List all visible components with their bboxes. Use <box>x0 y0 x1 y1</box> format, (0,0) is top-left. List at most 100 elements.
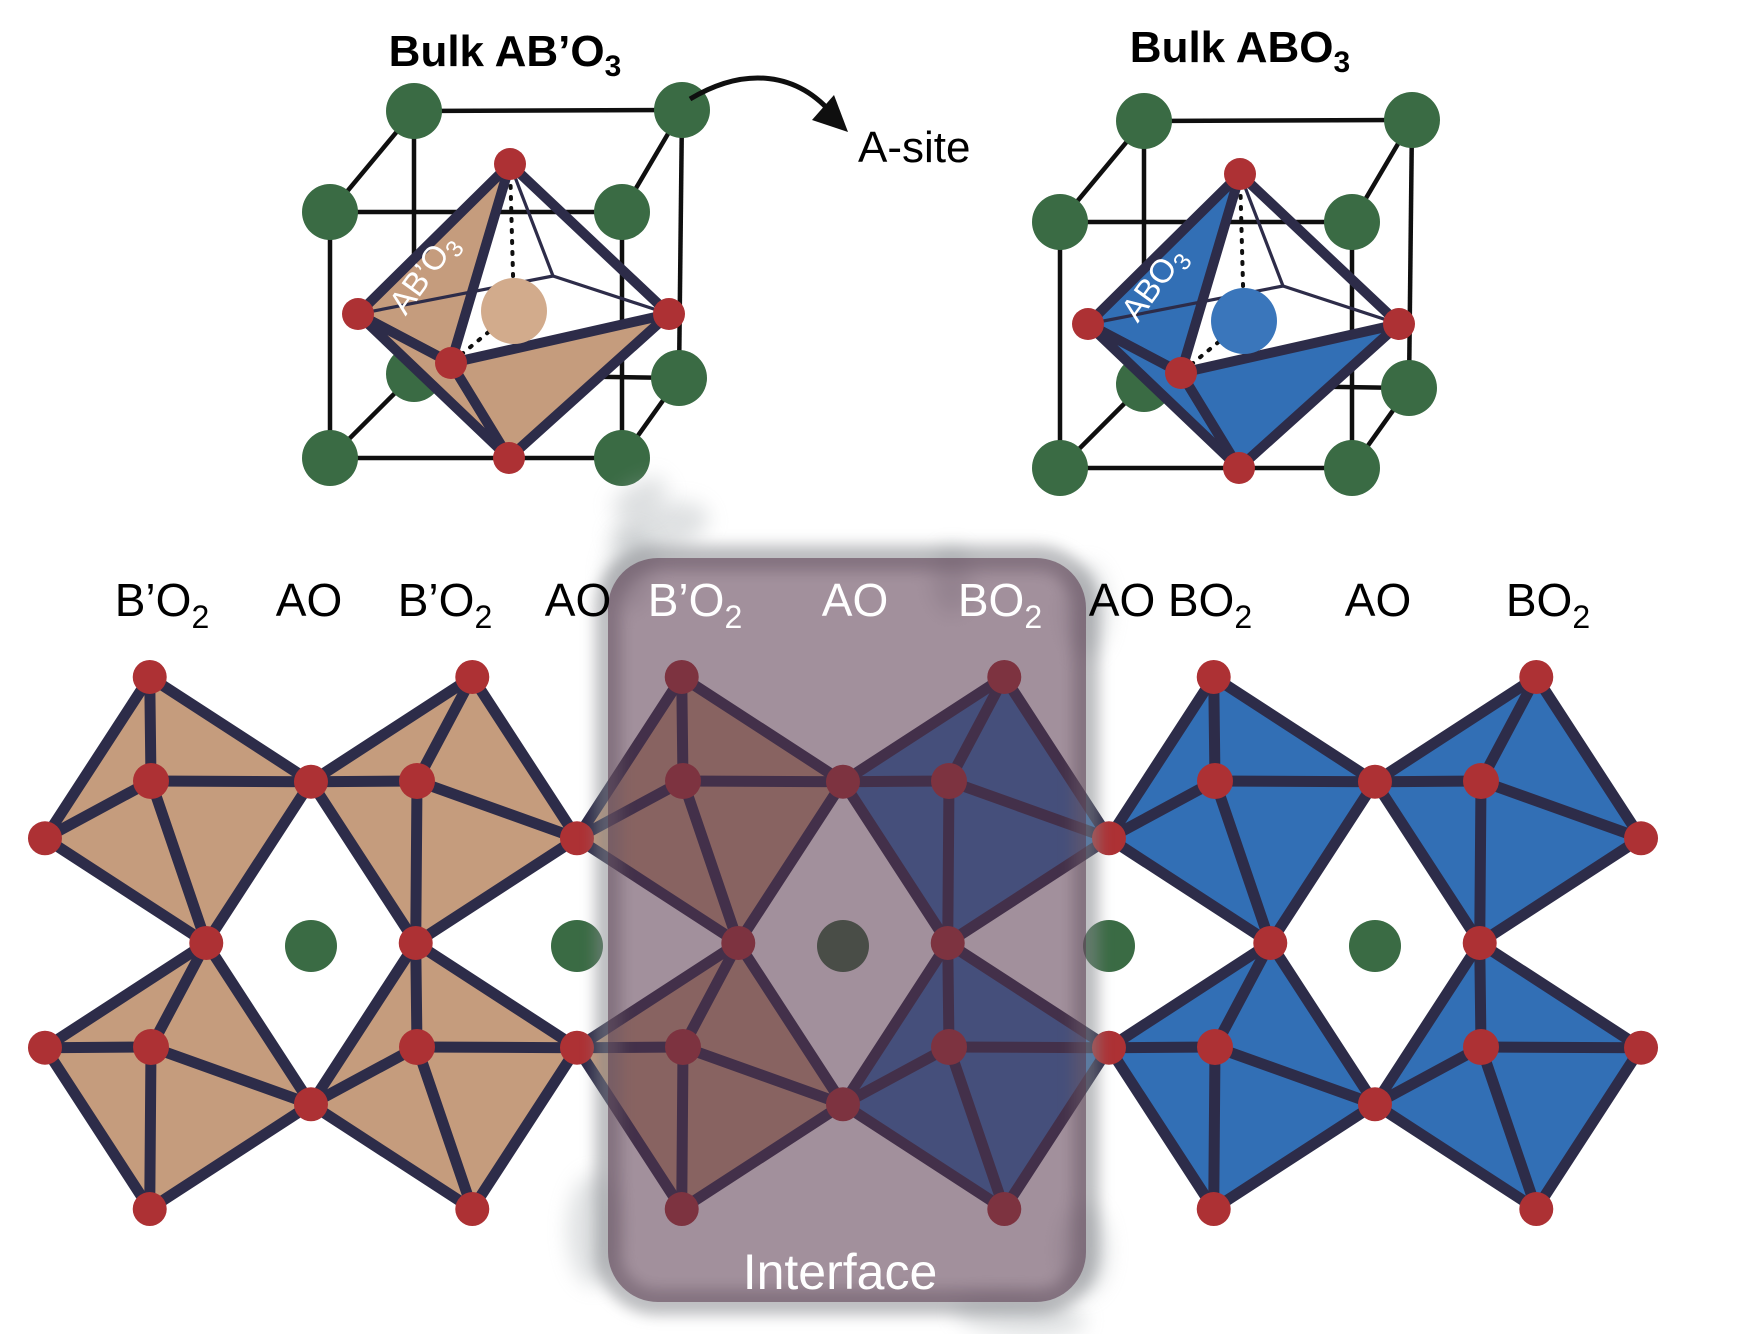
oxygen-atom <box>1196 659 1231 694</box>
octahedron-inner-edge <box>1475 1041 1647 1054</box>
oxygen-atom <box>399 1029 435 1065</box>
a-site-atom <box>594 430 650 486</box>
octahedron-outline <box>305 671 583 949</box>
cell-title: Bulk AB’O3 <box>389 27 622 83</box>
octahedron-outline <box>39 671 317 949</box>
a-site-atom <box>1381 360 1437 416</box>
a-site-atom <box>386 83 442 139</box>
octahedron-face <box>446 309 674 463</box>
octahedron-outline <box>1103 671 1381 949</box>
octahedron-inner-edge <box>1208 1041 1221 1215</box>
octahedron-BpO2 <box>39 937 317 1215</box>
oxygen-atom <box>132 1192 167 1227</box>
layer-label: AO <box>545 574 611 626</box>
oxygen-atom <box>455 1192 490 1227</box>
octahedron-inner-edge <box>1209 775 1276 949</box>
interface-box <box>608 558 1086 1302</box>
a-site-atom <box>1032 194 1088 250</box>
oxygen-atom <box>293 764 328 799</box>
octahedron-outline <box>1369 671 1647 949</box>
octahedron-back-edge <box>551 274 671 316</box>
octahedron-inner-edge <box>39 775 157 844</box>
cube-edge <box>1143 117 1413 124</box>
a-site-atom <box>1324 440 1380 496</box>
octahedron-inner-edge <box>144 1041 157 1215</box>
oxygen-atom <box>1091 1030 1126 1065</box>
octahedron-inner-edge <box>411 1041 583 1054</box>
octahedron-outline <box>39 937 317 1215</box>
oxygen-atom <box>435 347 467 379</box>
a-site-atom <box>302 184 358 240</box>
oxygen-atom <box>1224 158 1256 190</box>
layer-label: B’O2 <box>115 574 209 635</box>
octahedron-inner-edge <box>145 775 317 788</box>
oxygen-atom <box>1091 821 1126 856</box>
oxygen-atom <box>1072 308 1104 340</box>
oxygen-atom <box>1357 764 1392 799</box>
smudge-mark <box>612 477 668 519</box>
octahedron-inner-edge <box>411 671 478 787</box>
a-site-atom <box>1032 440 1088 496</box>
octahedron-back-edge <box>1238 172 1285 288</box>
oxygen-atom <box>342 298 374 330</box>
a-site-atom <box>1349 920 1401 972</box>
oxygen-atom <box>1357 1087 1392 1122</box>
oxygen-atom <box>1624 821 1659 856</box>
octahedron-BO2 <box>1103 671 1381 949</box>
cube-edge <box>1406 119 1415 389</box>
oxygen-atom <box>399 763 435 799</box>
octahedron-inner-edge <box>411 775 583 844</box>
octahedron-inner-edge <box>145 775 212 949</box>
octahedron-BO2 <box>1369 937 1647 1215</box>
oxygen-atom <box>1624 1030 1659 1065</box>
oxygen-atom <box>27 1030 62 1065</box>
oxygen-atom <box>1383 308 1415 340</box>
interface-overlay: Interface <box>568 477 1108 1334</box>
oxygen-atom <box>455 659 490 694</box>
oxygen-atom <box>1223 452 1255 484</box>
b-site-atom <box>481 278 547 344</box>
cube-edge <box>413 107 683 114</box>
oxygen-atom <box>189 925 224 960</box>
octahedron-back-edge <box>508 162 555 278</box>
a-site-arrowhead <box>812 95 848 132</box>
octahedron-inner-edge <box>1369 1041 1487 1110</box>
oxygen-atom <box>559 821 594 856</box>
interface-label: Interface <box>743 1244 938 1300</box>
octahedron-inner-edge <box>145 937 212 1053</box>
oxygen-atom <box>1462 925 1497 960</box>
oxygen-atom <box>1463 1029 1499 1065</box>
layer-label: AO <box>1345 574 1411 626</box>
a-site-callout: A-site <box>688 75 970 172</box>
layer-label: B’O2 <box>398 574 492 635</box>
octahedron-inner-edge <box>1474 775 1487 949</box>
oxygen-atom <box>398 925 433 960</box>
a-site-atom <box>1116 93 1172 149</box>
a-site-atom <box>1384 92 1440 148</box>
octahedron-BO2 <box>1369 671 1647 949</box>
a-site-atom <box>1324 194 1380 250</box>
layer-label: BO2 <box>958 574 1042 635</box>
octahedron-inner-edge <box>1475 671 1542 787</box>
a-site-label: A-site <box>858 123 970 172</box>
oxygen-atom <box>293 1087 328 1122</box>
a-site-arrow <box>688 75 836 118</box>
octahedron-inner-edge <box>1103 775 1221 844</box>
oxygen-atom <box>133 763 169 799</box>
oxygen-atom <box>133 1029 169 1065</box>
oxygen-atom <box>494 148 526 180</box>
octahedron-inner-edge <box>411 1041 478 1215</box>
a-site-atom <box>594 184 650 240</box>
oxygen-atom <box>1165 357 1197 389</box>
octahedron-BO2 <box>1103 937 1381 1215</box>
oxygen-atom <box>559 1030 594 1065</box>
cell-title: Bulk ABO3 <box>1130 23 1350 79</box>
oxygen-atom <box>1519 659 1554 694</box>
octahedron-inner-edge <box>410 775 423 949</box>
a-site-atom <box>302 430 358 486</box>
octahedron-edge <box>505 159 674 319</box>
